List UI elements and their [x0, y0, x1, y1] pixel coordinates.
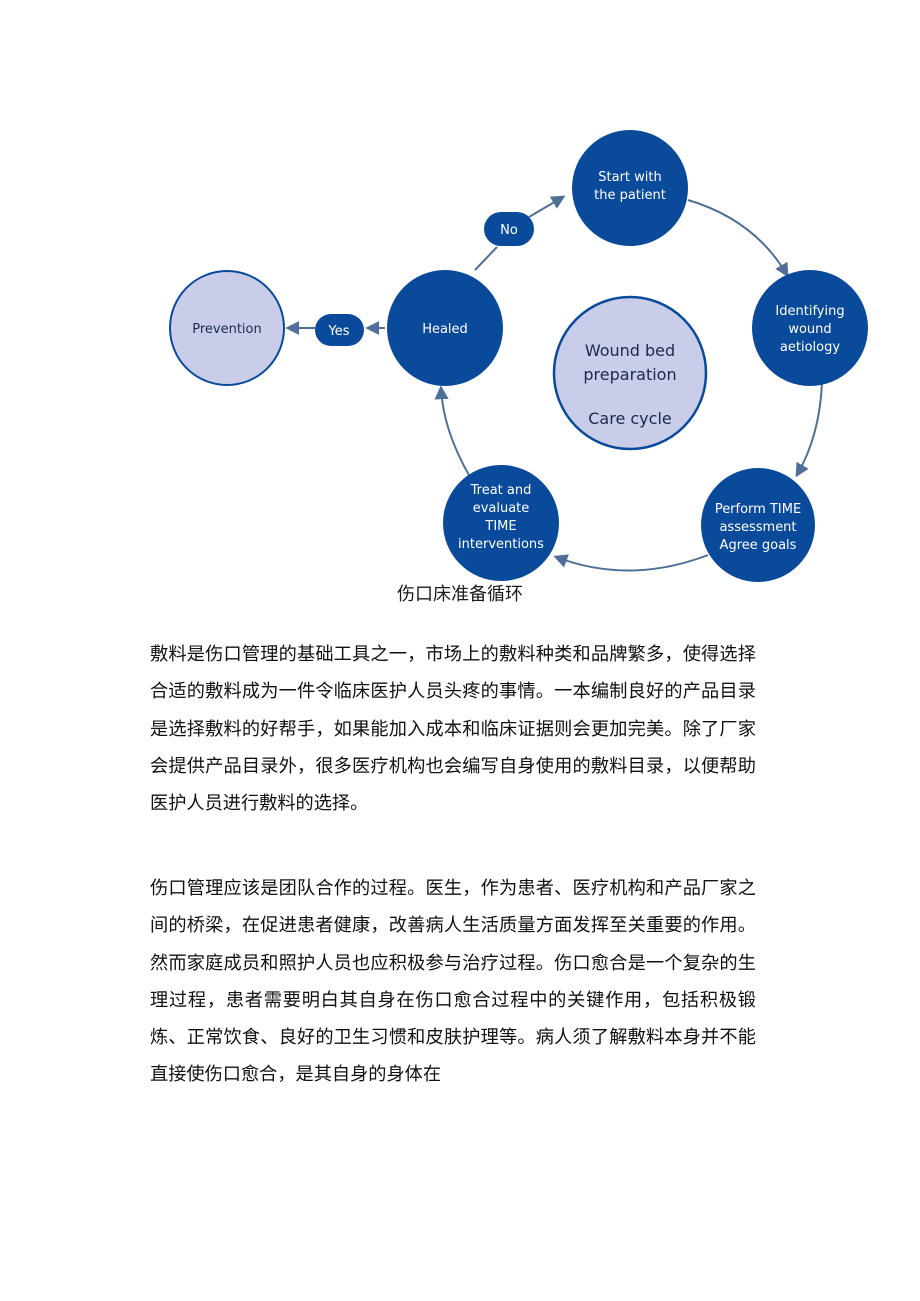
- svg-text:assessment: assessment: [719, 520, 796, 535]
- node-start-with-patient: Start with the patient: [572, 130, 688, 246]
- svg-text:TIME: TIME: [484, 519, 516, 534]
- svg-text:Healed: Healed: [422, 322, 468, 337]
- node-treat-and-evaluate: Treat and evaluate TIME interventions: [443, 465, 559, 581]
- svg-text:Wound bed: Wound bed: [585, 341, 675, 360]
- decision-yes: Yes: [315, 314, 364, 346]
- node-perform-time-assessment: Perform TIME assessment Agree goals: [701, 468, 815, 582]
- svg-text:the patient: the patient: [594, 188, 666, 203]
- svg-text:Prevention: Prevention: [192, 322, 262, 337]
- svg-text:Treat and: Treat and: [470, 483, 532, 498]
- svg-text:No: No: [500, 223, 518, 238]
- svg-text:evaluate: evaluate: [473, 501, 530, 516]
- svg-text:Agree goals: Agree goals: [720, 538, 797, 553]
- figure-caption: 伤口床准备循环: [397, 584, 523, 605]
- svg-text:Care cycle: Care cycle: [588, 409, 671, 428]
- arrow-treat-to-healed: [434, 385, 471, 478]
- svg-text:preparation: preparation: [583, 365, 676, 384]
- arrow-healed-to-no: [474, 246, 498, 271]
- node-prevention: Prevention: [169, 270, 285, 386]
- svg-text:Start with: Start with: [598, 170, 661, 185]
- svg-text:interventions: interventions: [458, 537, 544, 552]
- paragraph-teamwork: 伤口管理应该是团队合作的过程。医生，作为患者、医疗机构和产品厂家之间的桥梁，在促…: [150, 878, 756, 1086]
- svg-text:Perform TIME: Perform TIME: [715, 502, 801, 517]
- arrow-identify-to-perform: [795, 381, 823, 478]
- node-identifying-wound-aetiology: Identifying wound aetiology: [752, 270, 868, 386]
- wound-bed-preparation-diagram: Wound bed preparation Care cycle Start w…: [169, 130, 868, 582]
- svg-text:Identifying: Identifying: [775, 304, 844, 319]
- svg-text:Yes: Yes: [328, 324, 350, 339]
- svg-text:wound: wound: [788, 322, 831, 337]
- arrow-no-to-start: [528, 195, 566, 218]
- arrow-perform-to-treat: [553, 554, 709, 572]
- decision-no: No: [484, 212, 534, 246]
- svg-text:aetiology: aetiology: [780, 340, 840, 355]
- node-healed: Healed: [387, 270, 503, 386]
- cycle-arrows: [285, 195, 823, 572]
- center-node: Wound bed preparation Care cycle: [552, 295, 708, 451]
- paragraph-dressings: 敷料是伤口管理的基础工具之一，市场上的敷料种类和品牌繁多，使得选择合适的敷料成为…: [150, 644, 756, 815]
- arrow-start-to-identify: [687, 199, 789, 278]
